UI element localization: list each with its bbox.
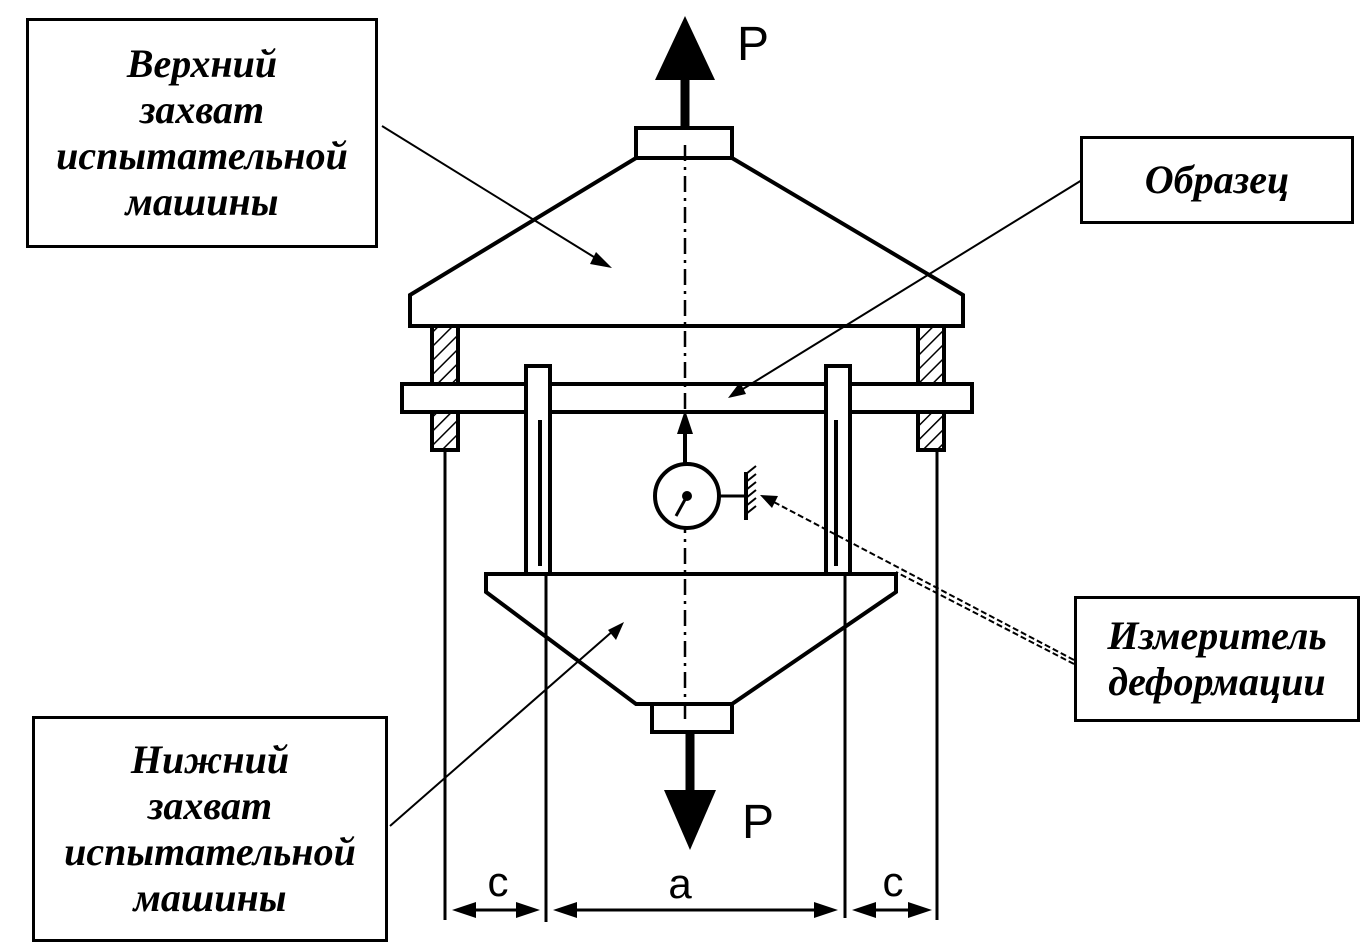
- dimension-middle-label: a: [668, 860, 692, 907]
- label-gauge: Измеритель деформации: [1074, 596, 1360, 722]
- bottom-force-label: P: [742, 796, 774, 849]
- top-force-arrow: [655, 16, 715, 130]
- dimension-middle: [553, 902, 838, 918]
- leader-upper-grip: [381, 125, 612, 268]
- dimension-right: [852, 902, 932, 918]
- leader-gauge: [760, 495, 1075, 661]
- leader-lower-grip: [389, 622, 624, 827]
- label-upper-grip: Верхний захват испытательной машины: [26, 18, 378, 248]
- specimen-bar: [400, 382, 974, 414]
- left-post: [524, 364, 552, 576]
- dimension-right-label: c: [883, 858, 904, 905]
- bottom-force-arrow: [664, 732, 716, 850]
- left-bolt: [430, 324, 460, 452]
- dimension-extension-lines: [443, 450, 939, 922]
- label-specimen: Образец: [1080, 136, 1354, 224]
- label-lower-grip: Нижний захват испытательной машины: [32, 716, 388, 942]
- right-bolt: [916, 324, 946, 452]
- upper-grip: [408, 126, 965, 328]
- dimension-left-label: c: [488, 858, 509, 905]
- right-post: [824, 364, 852, 576]
- dimension-left: [452, 902, 540, 918]
- leader-gauge-lower: [895, 571, 1075, 665]
- top-force-label: P: [737, 18, 769, 71]
- lower-grip: [484, 572, 898, 734]
- leader-specimen: [728, 179, 1083, 398]
- deformation-gauge: [653, 410, 757, 530]
